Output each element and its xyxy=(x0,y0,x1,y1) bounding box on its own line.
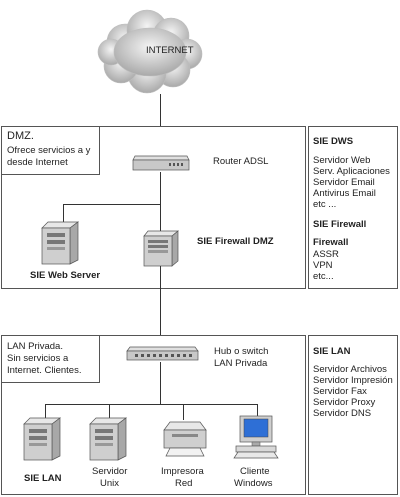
link-bus-client xyxy=(257,404,258,418)
internet-label: INTERNET xyxy=(146,45,194,56)
printer-label-line1: Impresora xyxy=(161,466,204,477)
dmz-services-panel xyxy=(308,126,398,289)
lan-description-line1: LAN Privada. xyxy=(7,341,63,352)
link-bus-webserver xyxy=(63,204,64,222)
printer-icon xyxy=(160,418,210,458)
lan-services-panel xyxy=(308,335,398,495)
link-bus-unix xyxy=(109,404,110,418)
dmz-panel-items3: ASSR VPN etc... xyxy=(313,249,339,282)
client-pc-icon xyxy=(232,414,280,460)
dmz-description-line2: desde Internet xyxy=(7,157,68,168)
dmz-panel-item: etc ... xyxy=(313,199,337,210)
lan-panel-item: Servidor Fax xyxy=(313,386,367,397)
unix-label-line2: Unix xyxy=(100,478,120,489)
lan-bus xyxy=(45,404,257,405)
lan-description-box xyxy=(1,335,100,383)
link-hub-bus xyxy=(160,362,161,404)
dmz-panel-item: Servidor Web xyxy=(313,155,371,166)
dmz-description-box xyxy=(1,126,100,175)
lan-description-line2: Sin servicios a xyxy=(7,353,69,364)
printer-label-line2: Red xyxy=(175,478,193,489)
dmz-title: DMZ. xyxy=(7,130,34,142)
dmz-panel-items1: Servidor Web Serv. Aplicaciones Servidor… xyxy=(313,155,390,210)
router-label: Router ADSL xyxy=(213,156,269,167)
dmz-panel-title1: SIE DWS xyxy=(313,136,354,147)
lan-panel-item: Servidor Impresión xyxy=(313,375,393,386)
unix-server-icon xyxy=(88,416,130,462)
lan-panel-item: Servidor Proxy xyxy=(313,397,376,408)
link-firewall-hub xyxy=(160,266,161,350)
sie-lan-label: SIE LAN xyxy=(24,473,62,484)
router-icon xyxy=(131,152,191,174)
lan-panel-item: Servidor DNS xyxy=(313,408,372,419)
lan-panel-items: Servidor Archivos Servidor Impresión Ser… xyxy=(313,364,393,419)
lan-description-line3: Internet. Clientes. xyxy=(7,365,82,376)
dmz-panel-title3: Firewall xyxy=(313,237,349,248)
link-bus-sie-lan xyxy=(45,404,46,418)
dmz-panel-item: Servidor Email xyxy=(313,177,375,188)
link-bus-printer xyxy=(183,404,184,420)
dmz-panel-item: VPN xyxy=(313,260,333,271)
link-router-firewall xyxy=(160,172,161,234)
dmz-bus xyxy=(63,204,161,205)
hub-label-line1: Hub o switch xyxy=(214,346,269,357)
dmz-panel-item: Serv. Aplicaciones xyxy=(313,166,390,177)
dmz-description-line1: Ofrece servicios a y xyxy=(7,145,91,156)
hub-label-line2: LAN Privada xyxy=(214,358,268,369)
dmz-panel-item: Antivirus Email xyxy=(313,188,376,199)
unix-label-line1: Servidor xyxy=(92,466,128,477)
link-internet-router xyxy=(160,94,161,156)
lan-panel-title: SIE LAN xyxy=(313,346,351,357)
firewall-icon xyxy=(142,229,182,269)
internet-cloud xyxy=(95,4,205,96)
client-label-line2: Windows xyxy=(234,478,273,489)
sie-lan-server-icon xyxy=(22,416,64,462)
web-server-icon xyxy=(40,220,82,266)
lan-panel-item: Servidor Archivos xyxy=(313,364,387,375)
dmz-panel-item: etc... xyxy=(313,271,334,282)
web-server-label: SIE Web Server xyxy=(30,270,101,281)
firewall-label: SIE Firewall DMZ xyxy=(197,236,274,247)
hub-icon xyxy=(125,345,199,363)
dmz-panel-item: ASSR xyxy=(313,249,339,260)
client-label-line1: Cliente xyxy=(240,466,270,477)
dmz-panel-title2: SIE Firewall xyxy=(313,219,367,230)
